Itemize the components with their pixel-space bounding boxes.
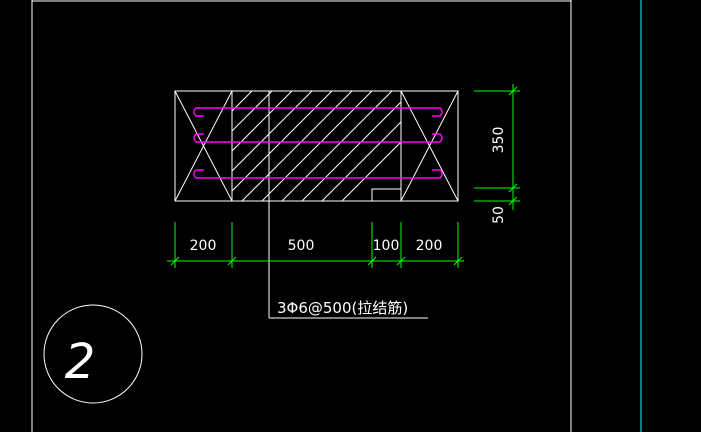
dim-label-200-left: 200 (190, 238, 217, 254)
detail-marker: 2 (43, 304, 143, 404)
left-end-cross (174, 90, 233, 202)
tie-rebars (193, 107, 443, 179)
wall-section (174, 90, 459, 318)
rebar-top (193, 107, 443, 117)
drawing-frame (31, 0, 642, 432)
right-end-cross (400, 90, 459, 202)
dim-label-50: 50 (491, 206, 507, 224)
dim-label-100: 100 (373, 238, 400, 254)
dim-label-500: 500 (288, 238, 315, 254)
rebar-middle (193, 133, 443, 143)
dim-label-350: 350 (491, 127, 507, 154)
rebar-bottom (193, 169, 443, 179)
horizontal-dimension (167, 222, 464, 268)
bottom-notch (371, 188, 402, 202)
hatch-pattern (232, 91, 401, 201)
detail-number: 2 (65, 334, 96, 390)
dim-label-200-right: 200 (416, 238, 443, 254)
rebar-note: 3Φ6@500(拉结筋) (277, 299, 408, 317)
vertical-dimension (474, 84, 520, 210)
